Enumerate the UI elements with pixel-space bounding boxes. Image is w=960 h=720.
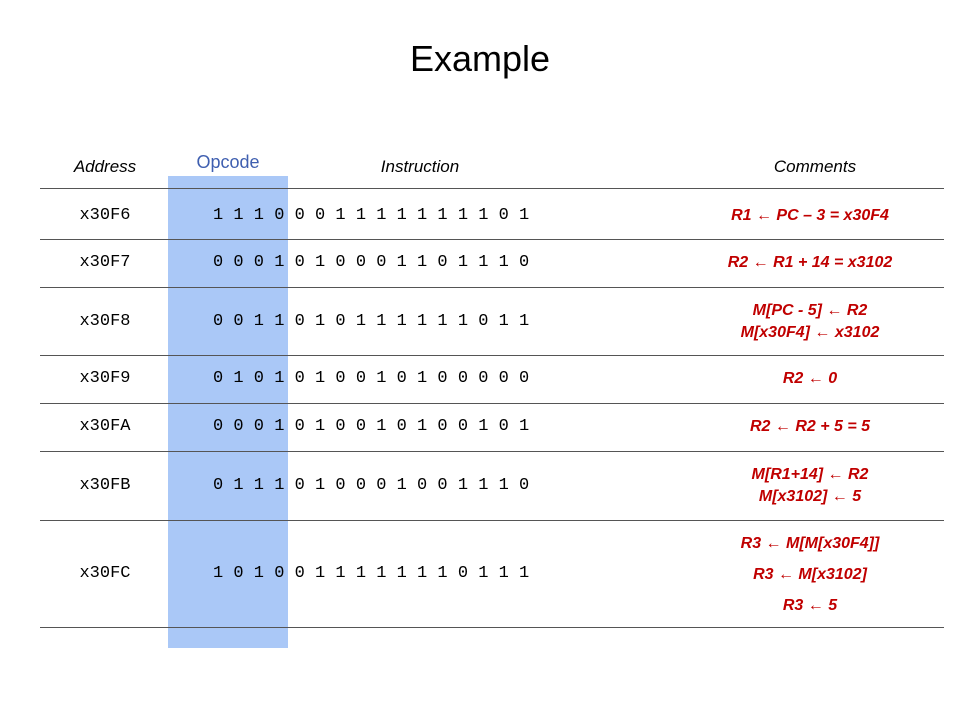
- comment-line: M[PC - 5] ← R2: [752, 302, 868, 319]
- comment-line: R2 ← 0: [782, 370, 838, 387]
- column-header-instruction: Instruction: [380, 157, 460, 176]
- row-comment: R3 ← M[M[x30F4]] R3 ← M[x3102] R3 ← 5: [660, 528, 960, 621]
- comment-line: R2 ← R1 + 14 = x3102: [727, 254, 893, 271]
- row-address: x30F9: [79, 369, 131, 388]
- slide-title: Example: [409, 38, 551, 79]
- comment-line: R3 ← M[M[x30F4]]: [740, 534, 880, 552]
- comment-line: R1 ← PC – 3 = x30F4: [731, 207, 889, 224]
- row-address: x30FB: [79, 476, 131, 495]
- comment-line: R3 ← 5: [782, 596, 838, 614]
- row-address: x30FA: [79, 417, 131, 436]
- row-divider: [40, 239, 944, 240]
- row-divider: [40, 287, 944, 288]
- row-instruction-bits: 1 1 1 0 0 0 1 1 1 1 1 1 1 1 0 1: [213, 206, 530, 225]
- column-header-address: Address: [73, 157, 137, 176]
- row-divider: [40, 520, 944, 521]
- row-address: x30FC: [79, 564, 131, 583]
- row-divider: [40, 451, 944, 452]
- row-comment: R2 ← R1 + 14 = x3102: [660, 252, 960, 274]
- row-instruction-bits: 0 0 1 1 0 1 0 1 1 1 1 1 1 0 1 1: [213, 312, 530, 331]
- opcode-highlight-band: [168, 176, 288, 648]
- row-address: x30F7: [79, 253, 131, 272]
- row-instruction-bits: 0 1 0 1 0 1 0 0 1 0 1 0 0 0 0 0: [213, 369, 530, 388]
- comment-line: R2 ← R2 + 5 = 5: [749, 418, 871, 435]
- table-header-rule: [40, 188, 944, 189]
- column-header-opcode: Opcode: [196, 152, 260, 172]
- row-comment: R1 ← PC – 3 = x30F4: [660, 205, 960, 227]
- row-instruction-bits: 0 0 0 1 0 1 0 0 0 1 1 0 1 1 1 0: [213, 253, 530, 272]
- comment-line: M[x3102] ← 5: [758, 488, 862, 505]
- row-divider: [40, 355, 944, 356]
- row-comment: R2 ← 0: [660, 368, 960, 390]
- row-instruction-bits: 0 0 0 1 0 1 0 0 1 0 1 0 0 1 0 1: [213, 417, 530, 436]
- row-divider: [40, 403, 944, 404]
- row-comment: R2 ← R2 + 5 = 5: [660, 416, 960, 438]
- row-address: x30F8: [79, 312, 131, 331]
- row-comment: M[PC - 5] ← R2 M[x30F4] ← x3102: [660, 300, 960, 344]
- column-header-comments: Comments: [773, 157, 857, 176]
- comment-line: R3 ← M[x3102]: [753, 565, 867, 583]
- row-divider: [40, 627, 944, 628]
- row-instruction-bits: 1 0 1 0 0 1 1 1 1 1 1 1 0 1 1 1: [213, 564, 530, 583]
- row-comment: M[R1+14] ← R2 M[x3102] ← 5: [660, 464, 960, 508]
- comment-line: M[R1+14] ← R2: [751, 466, 869, 483]
- row-address: x30F6: [79, 206, 131, 225]
- row-instruction-bits: 0 1 1 1 0 1 0 0 0 1 0 0 1 1 1 0: [213, 476, 530, 495]
- comment-line: M[x30F4] ← x3102: [740, 324, 880, 341]
